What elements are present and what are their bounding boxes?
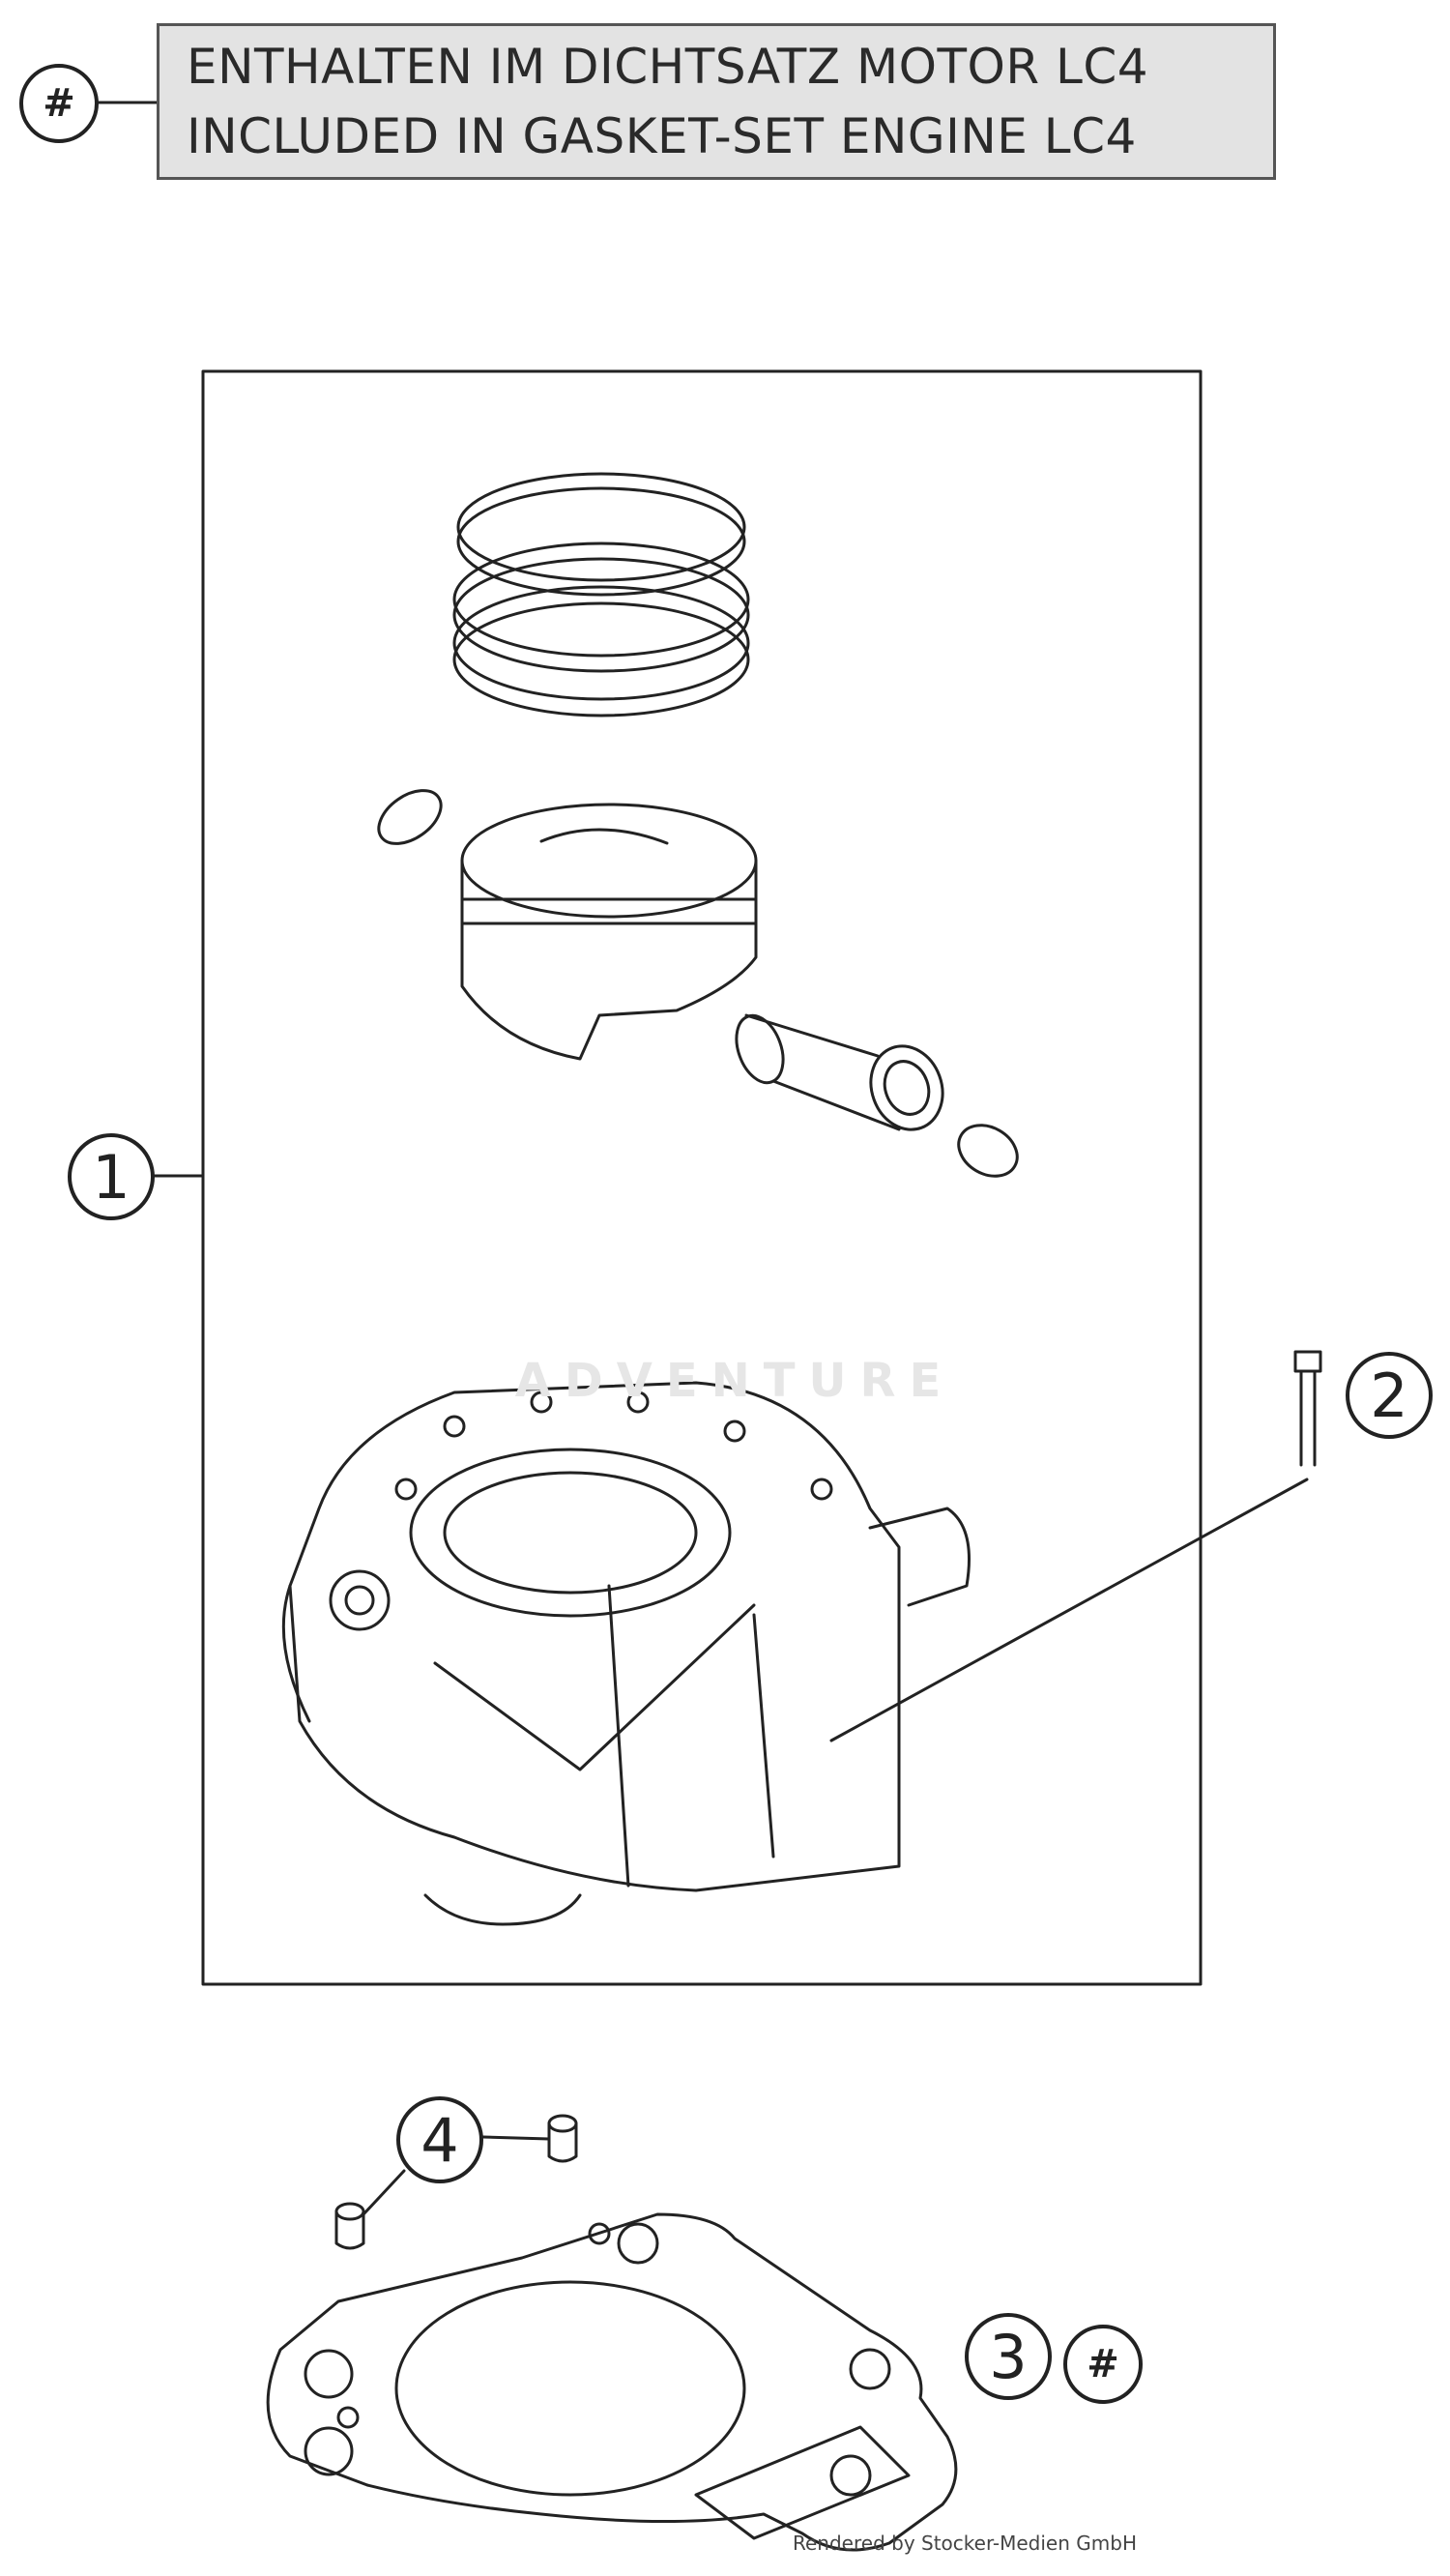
circlip-left-drawing [377,789,443,845]
callout-2-leader [829,1478,1309,1742]
watermark-text: ADVENTURE [514,1354,955,1408]
legend-text-german: ENTHALTEN IM DICHTSATZ MOTOR LC4 [187,39,1149,95]
callout-4-leader-right [481,2135,551,2141]
callout-3: 3 [965,2313,1052,2400]
legend-text-english: INCLUDED IN GASKET-SET ENGINE LC4 [187,108,1137,164]
piston-rings-drawing [452,472,750,717]
cylinder-bolt-drawing [1293,1350,1322,1467]
cylinder-base-gasket-drawing [266,2212,958,2552]
legend-hash-callout: # [19,64,99,143]
callout-4-leader-left [362,2169,406,2216]
callout-1: 1 [68,1133,155,1220]
cylinder-kit-frame [201,369,1203,1986]
callout-2: 2 [1346,1352,1433,1439]
piston-drawing [460,803,758,1061]
callout-4: 4 [396,2096,483,2183]
dowel-pins-drawing [334,2114,578,2250]
circlip-right-drawing [957,1124,1019,1178]
footer-credit: Rendered by Stocker-Medien GmbH [793,2532,1137,2555]
piston-pin-drawing [735,1013,944,1131]
gasket-set-legend: ENTHALTEN IM DICHTSATZ MOTOR LC4 INCLUDE… [157,23,1276,180]
cylinder-drawing [281,1381,971,1926]
callout-3-hash: # [1063,2325,1143,2404]
